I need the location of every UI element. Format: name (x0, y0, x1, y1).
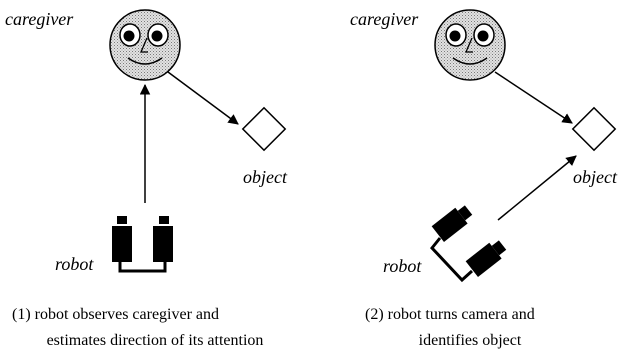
gaze-arrow (167, 71, 239, 125)
object-icon (571, 106, 617, 152)
caption-line-2: estimates direction of its attention (47, 332, 264, 349)
object-label: object (243, 167, 288, 187)
panel-2: caregiver object (350, 9, 618, 349)
caregiver-label: caregiver (350, 9, 419, 29)
panel-1: caregiver object robot (1) robot observe… (5, 9, 288, 349)
robot-label: robot (55, 254, 94, 274)
robot-label: robot (383, 256, 422, 276)
robot-icon (112, 216, 173, 273)
robot-icon (430, 205, 507, 283)
object-icon (241, 106, 287, 152)
caption-line-1: (1) robot observes caregiver and (12, 306, 219, 323)
object-label: object (573, 167, 618, 187)
caption-line-2: identifies object (419, 332, 522, 349)
gaze-arrow (494, 71, 573, 124)
caregiver-face-icon (434, 9, 506, 81)
caregiver-label: caregiver (5, 9, 74, 29)
caregiver-face-icon (109, 9, 181, 81)
camera-direction-arrow (497, 155, 577, 221)
caption-line-1: (2) robot turns camera and (365, 306, 535, 323)
